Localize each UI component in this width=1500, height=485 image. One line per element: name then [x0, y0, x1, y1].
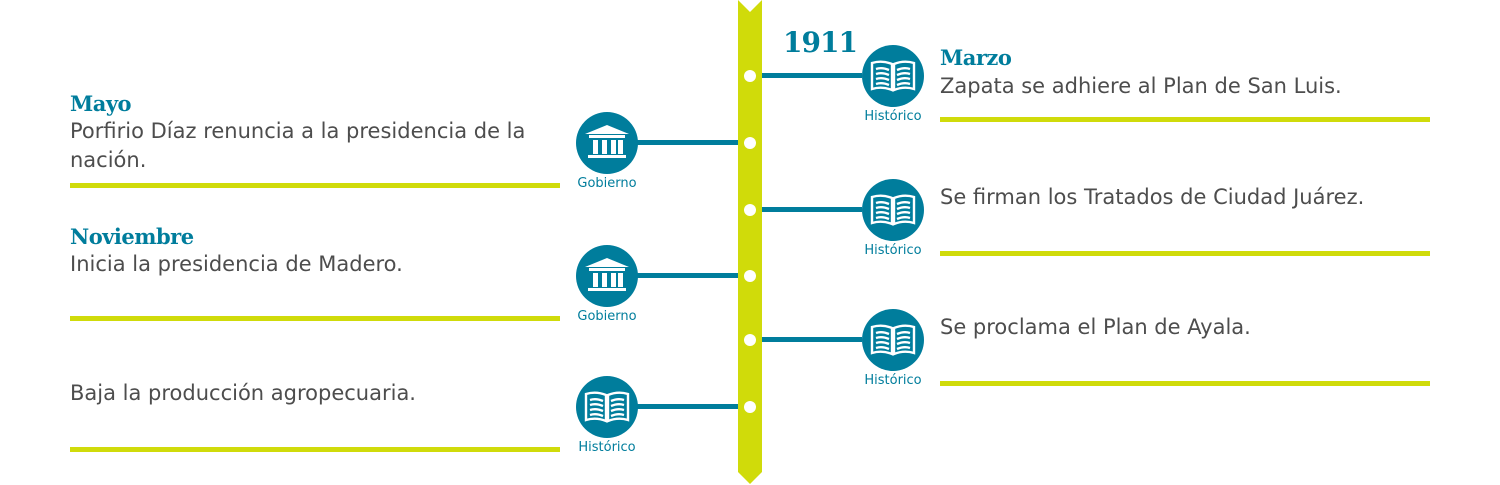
book-badge [862, 179, 924, 241]
event-month: Marzo [940, 45, 1012, 70]
event-description: Baja la producción agropecuaria. [70, 381, 416, 405]
event-description: Inicia la presidencia de Madero. [70, 252, 403, 276]
category-label: Histórico [864, 373, 922, 388]
event-underline [940, 381, 1430, 386]
category-label: Gobierno [577, 309, 637, 324]
year-label: 1911 [783, 26, 858, 59]
book-badge [576, 376, 638, 438]
connector-line [637, 404, 738, 409]
connector-line [762, 337, 862, 342]
event-description: Se firman los Tratados de Ciudad Juárez. [940, 185, 1365, 209]
event-description: Zapata se adhiere al Plan de San Luis. [940, 74, 1342, 98]
event-month: Noviembre [70, 224, 194, 249]
connector-line [637, 273, 738, 278]
book-icon [869, 323, 917, 357]
event-underline [70, 316, 560, 321]
book-icon [869, 193, 917, 227]
connector-line [637, 140, 738, 145]
event-underline [70, 447, 560, 452]
book-badge [862, 45, 924, 107]
book-icon [583, 390, 631, 424]
event-month: Mayo [70, 91, 132, 116]
timeline-bar [738, 0, 762, 484]
category-label: Gobierno [577, 176, 637, 191]
book-icon [869, 59, 917, 93]
government-building-badge [576, 245, 638, 307]
book-badge [862, 309, 924, 371]
event-underline [940, 251, 1430, 256]
event-description: Se proclama el Plan de Ayala. [940, 315, 1251, 339]
timeline-dot [744, 137, 756, 149]
event-description: Porfirio Díaz renuncia a la presidencia … [70, 119, 526, 172]
event-underline [70, 183, 560, 188]
timeline-dot [744, 270, 756, 282]
government-building-icon [585, 125, 629, 161]
event-underline [940, 117, 1430, 122]
timeline-dot [744, 70, 756, 82]
category-label: Histórico [864, 109, 922, 124]
timeline-dot [744, 334, 756, 346]
category-label: Histórico [578, 440, 636, 455]
government-building-icon [585, 258, 629, 294]
government-building-badge [576, 112, 638, 174]
timeline-dot [744, 204, 756, 216]
category-label: Histórico [864, 243, 922, 258]
connector-line [762, 73, 862, 78]
timeline-dot [744, 401, 756, 413]
connector-line [762, 207, 862, 212]
